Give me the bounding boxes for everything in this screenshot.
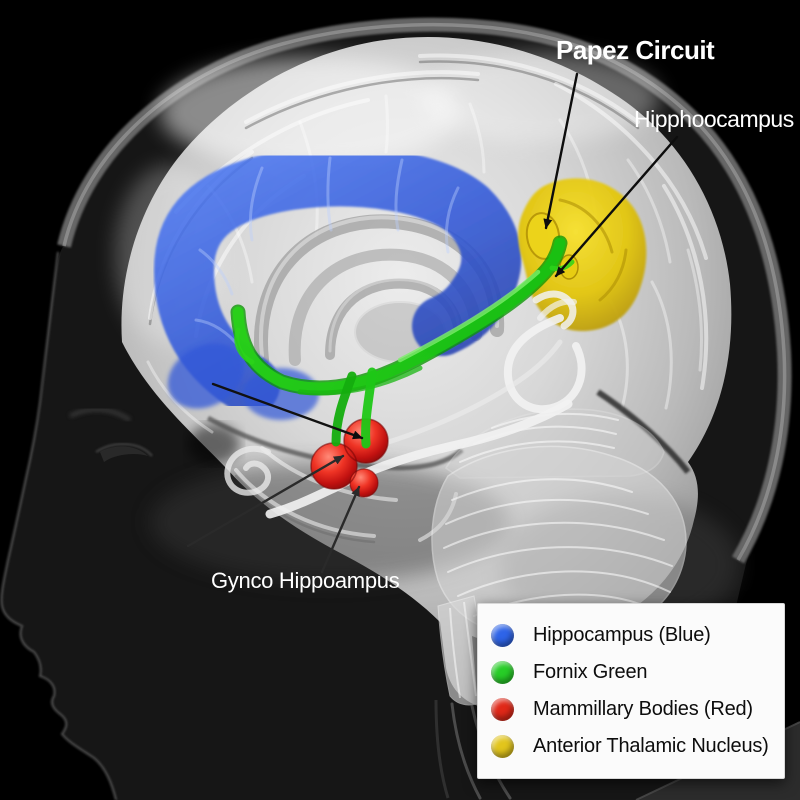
legend-swatch-green [491, 661, 514, 684]
leader-gynco-a [186, 454, 345, 548]
legend-item-hippocampus: Hippocampus (Blue) [491, 617, 784, 654]
legend-item-label: Mammillary Bodies (Red) [533, 698, 753, 720]
fornix-green-overlay [230, 235, 575, 449]
legend-item-mammillary: Mammillary Bodies (Red) [491, 691, 784, 728]
legend-item-anterior-thalamic: Anterior Thalamic Nucleus) [491, 728, 784, 765]
white-tracts [224, 290, 586, 519]
legend: Hippocampus (Blue) Fornix Green Mammilla… [477, 603, 785, 779]
legend-item-label: Fornix Green [533, 661, 648, 683]
eyebrow [69, 407, 132, 422]
legend-item-fornix: Fornix Green [491, 654, 784, 691]
brainstem [434, 595, 512, 800]
figure-title: Papez Circuit [556, 35, 715, 65]
annotation-lines [186, 72, 679, 574]
cerebellum [431, 408, 687, 643]
occipital-crease [596, 389, 691, 474]
legend-swatch-red [491, 698, 514, 721]
leader-blue-to-mammillary [211, 382, 364, 440]
hippocampus-blue-overlay [153, 146, 522, 420]
leader-gynco-b [320, 485, 361, 574]
eye-line [95, 442, 153, 457]
face-profile [0, 251, 118, 800]
callout-mammillary-label: Gynco Hippoampus [211, 568, 400, 593]
legend-item-label: Hippocampus (Blue) [533, 624, 711, 646]
callout-hippocampus-label: Hipphoocampus [634, 106, 794, 132]
legend-item-label: Anterior Thalamic Nucleus) [533, 735, 769, 757]
leader-hippocampus [554, 135, 679, 278]
legend-swatch-yellow [491, 735, 514, 758]
legend-swatch-blue [491, 624, 514, 647]
leader-papez-circuit [543, 72, 579, 230]
